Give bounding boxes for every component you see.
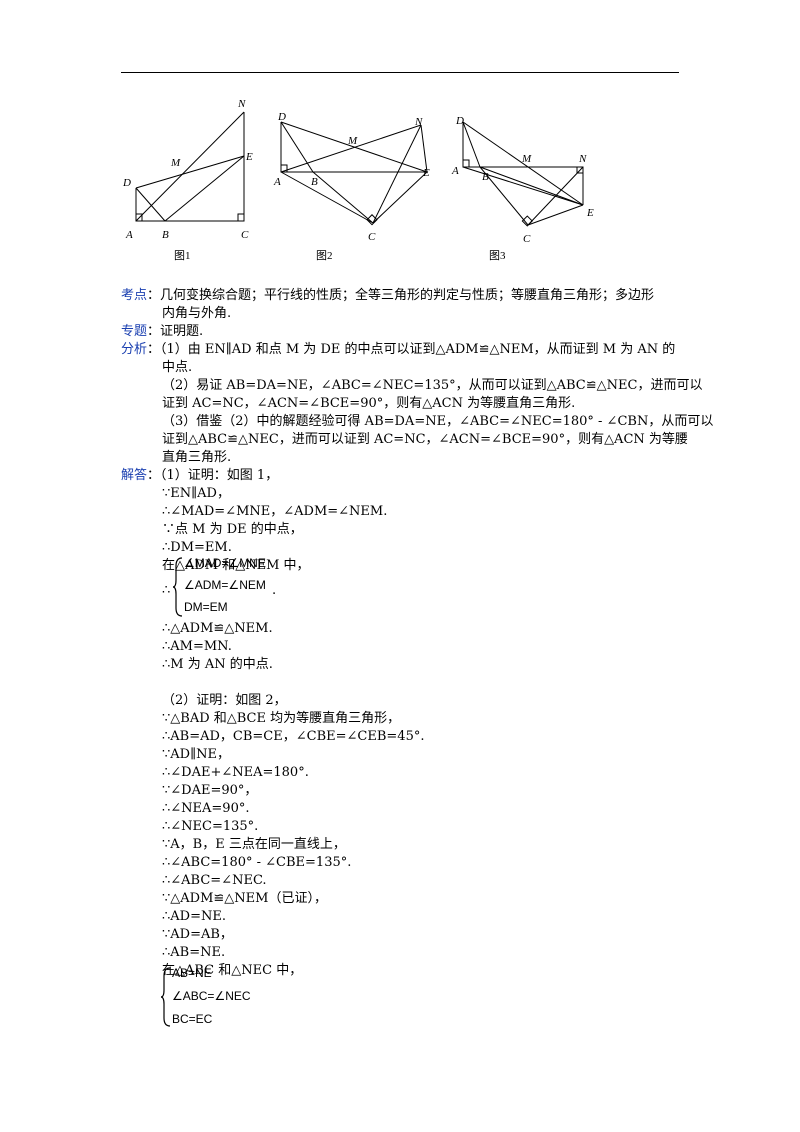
- fig1-label-c: C: [241, 229, 249, 241]
- jieda-p2-line-10: ∴∠ABC=180° - ∠CBE=135°.: [162, 855, 352, 870]
- fig2-label-a: A: [273, 176, 281, 188]
- fig1-label-n: N: [237, 98, 246, 110]
- fig3-label-e: E: [586, 207, 594, 219]
- jieda-p1b-line-1: ∴△ADM≌△NEM.: [162, 621, 273, 636]
- jieda-p1-line-5: ∴DM=EM.: [162, 540, 232, 555]
- jieda-p2-line-15: ∴AB=NE.: [162, 945, 226, 960]
- fig3-caption: 图3: [489, 249, 506, 262]
- jieda-p2-line-14: ∵AD=AB，: [162, 927, 233, 942]
- fig1-label-b: B: [162, 229, 169, 241]
- fig1-label-e: E: [245, 151, 253, 163]
- header-rule: [121, 72, 679, 73]
- jieda-p1b-line-3: ∴M 为 AN 的中点.: [162, 657, 273, 672]
- jieda-p2-line-1: （2）证明：如图 2，: [162, 693, 287, 708]
- fig2-label-n: N: [414, 116, 423, 128]
- fig1-caption: 图1: [174, 249, 191, 262]
- system2-eq-1: AB=NE: [172, 966, 212, 980]
- fenxi-line-3: （2）易证 AB=DA=NE，∠ABC=∠NEC=135°，从而可以证到△ABC…: [162, 378, 703, 393]
- system2-brace: [160, 967, 171, 1027]
- fig3-label-c: C: [523, 233, 531, 245]
- fenxi-line-5: （3）借鉴（2）中的解题经验可得 AB=DA=NE，∠ABC=∠NEC=180°…: [162, 414, 714, 429]
- fenxi-line-6: 证到△ABC≌△NEC，进而可以证到 AC=NC，∠ACN=∠BCE=90°，则…: [162, 432, 688, 447]
- jieda-p2-line-5: ∴∠DAE+∠NEA=180°.: [162, 765, 309, 780]
- kaodian-label: 考点: [121, 288, 148, 303]
- jieda-p2-line-4: ∵AD∥NE，: [162, 747, 230, 762]
- jieda-p2-line-6: ∵∠DAE=90°，: [162, 783, 258, 798]
- fig2-label-c: C: [368, 231, 376, 243]
- jieda-p2-line-9: ∵A，B，E 三点在同一直线上，: [162, 837, 346, 852]
- fenxi-line-7: 直角三角形.: [162, 450, 232, 465]
- system2-eq-3: BC=EC: [172, 1012, 213, 1026]
- fig3-label-n: N: [578, 153, 587, 165]
- jieda-line-1: 解答：（1）证明：如图 1，: [121, 467, 278, 485]
- fig2-label-d: D: [277, 111, 286, 123]
- jieda-p1b-line-2: ∴AM=MN.: [162, 639, 232, 654]
- system1-eq-2: ∠ADM=∠NEM: [184, 578, 266, 592]
- kaodian-text-1: ：几何变换综合题；平行线的性质；全等三角形的判定与性质；等腰直角三角形；多边形: [147, 288, 655, 303]
- jieda-p2-line-16: 在△ABC 和△NEC 中，: [162, 963, 303, 978]
- jieda-p2-line-3: ∴AB=AD，CB=CE，∠CBE=∠CEB=45°.: [162, 729, 425, 744]
- jieda-p1-line-2: ∵EN∥AD，: [162, 486, 230, 501]
- jieda-p2-line-12: ∵△ADM≌△NEM（已证），: [162, 891, 327, 906]
- fenxi-text-1: ：（1）由 EN∥AD 和点 M 为 DE 的中点可以证到△ADM≌△NEM，从…: [147, 342, 676, 357]
- jieda-p1-line-3: ∴∠MAD=∠MNE，∠ADM=∠NEM.: [162, 504, 388, 519]
- jieda-p2-line-13: ∴AD=NE.: [162, 909, 226, 924]
- jieda-p1-line-4: ∵点 M 为 DE 的中点，: [162, 522, 303, 537]
- fig2-label-e: E: [422, 167, 430, 179]
- fig1-label-d: D: [122, 177, 131, 189]
- fig3-label-b: B: [482, 171, 489, 183]
- kaodian-line-2: 内角与外角.: [162, 306, 232, 321]
- fig2-label-b: B: [311, 176, 318, 188]
- geometry-figures: N M E D A B C 图1 D M N A B E C 图2 D M N …: [122, 98, 594, 262]
- jieda-text-1: ：（1）证明：如图 1，: [147, 468, 279, 483]
- jieda-p2-line-2: ∵△BAD 和△BCE 均为等腰直角三角形，: [162, 711, 401, 726]
- fig2-label-m: M: [347, 135, 358, 147]
- fenxi-label: 分析: [121, 342, 148, 357]
- fenxi-line-1: 分析：（1）由 EN∥AD 和点 M 为 DE 的中点可以证到△ADM≌△NEM…: [121, 341, 675, 359]
- system1-brace: [172, 557, 183, 617]
- zhuanti-line: 专题：证明题.: [121, 323, 203, 341]
- system2-eq-2: ∠ABC=∠NEC: [172, 989, 251, 1003]
- jieda-p2-line-8: ∴∠NEC=135°.: [162, 819, 259, 834]
- system1-prefix: ∴: [162, 583, 171, 598]
- system1-eq-3: DM=EM: [184, 600, 228, 614]
- kaodian-line-1: 考点：几何变换综合题；平行线的性质；全等三角形的判定与性质；等腰直角三角形；多边…: [121, 287, 654, 305]
- fenxi-line-4: 证到 AC=NC，∠ACN=∠BCE=90°，则有△ACN 为等腰直角三角形.: [162, 396, 576, 411]
- jieda-p2-line-11: ∴∠ABC=∠NEC.: [162, 873, 267, 888]
- system1-eq-1: ∠MAD=∠MNE: [184, 556, 266, 570]
- jieda-label: 解答: [121, 468, 148, 483]
- figures-area: N M E D A B C 图1 D M N A B E C 图2 D M N …: [110, 92, 610, 267]
- zhuanti-text: ：证明题.: [147, 324, 204, 339]
- fig3-label-a: A: [451, 165, 459, 177]
- fig1-label-m: M: [170, 157, 181, 169]
- fenxi-line-2: 中点.: [162, 360, 193, 375]
- fig3-label-m: M: [521, 153, 532, 165]
- jieda-p2-line-7: ∴∠NEA=90°.: [162, 801, 250, 816]
- fig3-label-d: D: [455, 115, 464, 127]
- zhuanti-label: 专题: [121, 324, 148, 339]
- system1-suffix: .: [272, 583, 277, 598]
- fig1-label-a: A: [125, 229, 133, 241]
- jieda-p1-line-6: 在△ADM 和△NEM 中，: [162, 558, 310, 573]
- fig2-caption: 图2: [316, 249, 333, 262]
